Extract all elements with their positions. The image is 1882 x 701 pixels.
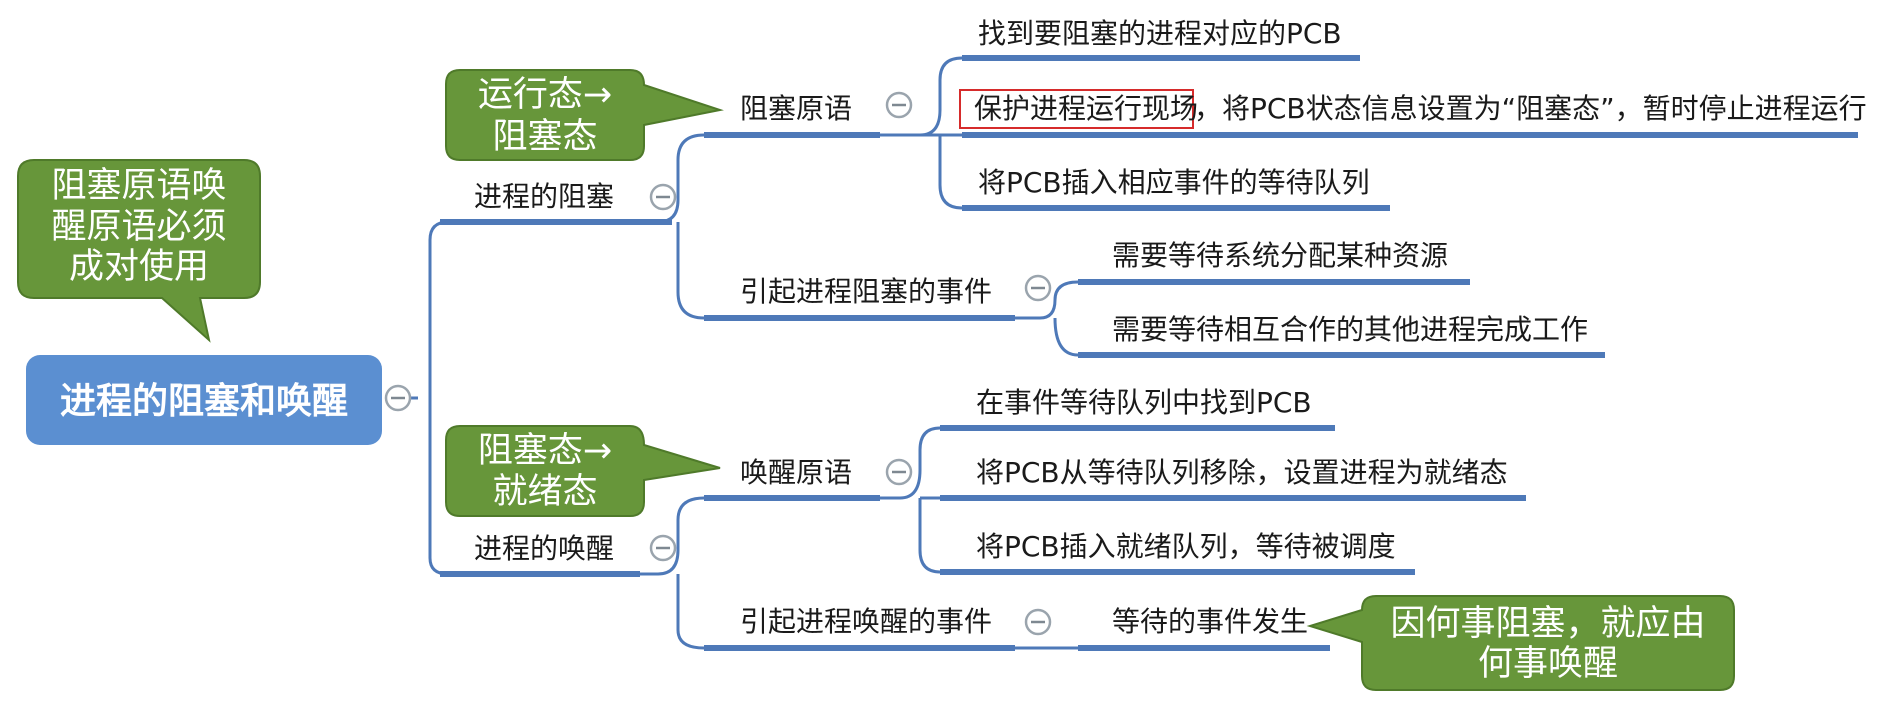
connector-wake-steps (870, 426, 941, 574)
highlight-box (959, 89, 1194, 129)
callout-pair-note-line-1: 阻塞原语唤 (51, 166, 226, 206)
node-block-step-3[interactable]: 将PCB插入相应事件的等待队列 (978, 166, 1370, 199)
node-block-event-2[interactable]: 需要等待相互合作的其他进程完成工作 (1112, 313, 1588, 346)
collapse-toggle-block-events[interactable] (1024, 274, 1052, 302)
callout-block-state: 运行态→ 阻塞态 (445, 69, 724, 161)
callout-wake-state-line-2: 就绪态 (492, 472, 597, 512)
node-wake-primitive[interactable]: 唤醒原语 (740, 456, 852, 489)
node-block-event-1[interactable]: 需要等待系统分配某种资源 (1112, 239, 1448, 272)
collapse-toggle-blocking[interactable] (649, 183, 677, 211)
node-wake-step-2[interactable]: 将PCB从等待队列移除，设置进程为就绪态 (976, 456, 1508, 489)
connector-wakeup (640, 496, 706, 650)
collapse-toggle-wake-primitive[interactable] (885, 458, 913, 486)
connectors (410, 56, 1079, 650)
collapse-toggle-block-primitive[interactable] (885, 91, 913, 119)
root-label: 进程的阻塞和唤醒 (60, 381, 348, 422)
collapse-toggle-root[interactable] (384, 384, 412, 412)
connector-block-events (1010, 280, 1079, 357)
callout-wake-cause: 因何事阻塞，就应由 何事唤醒 (1306, 595, 1735, 691)
callout-wake-state: 阻塞态→ 就绪态 (445, 425, 721, 517)
node-wake-events[interactable]: 引起进程唤醒的事件 (740, 605, 992, 638)
callout-block-state-line-1: 运行态→ (478, 75, 612, 115)
node-block-primitive[interactable]: 阻塞原语 (740, 92, 852, 125)
connector-blocking (640, 133, 706, 320)
callout-pair-note-line-2: 醒原语必须 (51, 207, 226, 247)
callout-pair-note-line-3: 成对使用 (69, 247, 209, 287)
connector-root (410, 220, 458, 576)
node-block-step-2-highlighted[interactable]: 保护进程运行现场 (974, 92, 1198, 125)
collapse-toggle-wakeup[interactable] (649, 534, 677, 562)
node-block-events[interactable]: 引起进程阻塞的事件 (740, 275, 992, 308)
root-node[interactable]: 进程的阻塞和唤醒 (26, 355, 382, 445)
node-wake-event-1[interactable]: 等待的事件发生 (1112, 605, 1308, 638)
callout-wake-state-line-1: 阻塞态→ (478, 431, 612, 471)
callout-wake-cause-line-1: 因何事阻塞，就应由 (1390, 604, 1705, 644)
node-blocking[interactable]: 进程的阻塞 (474, 180, 614, 213)
callout-wake-cause-line-2: 何事唤醒 (1478, 644, 1618, 684)
node-wake-step-3[interactable]: 将PCB插入就绪队列，等待被调度 (976, 530, 1396, 563)
node-wakeup[interactable]: 进程的唤醒 (474, 532, 614, 565)
collapse-toggle-wake-events[interactable] (1024, 608, 1052, 636)
node-block-step-1[interactable]: 找到要阻塞的进程对应的PCB (978, 17, 1342, 50)
callout-pair-note: 阻塞原语唤 醒原语必须 成对使用 (17, 159, 261, 343)
underlines (440, 55, 1858, 651)
node-block-step-2-rest[interactable]: ，将PCB状态信息设置为“阻塞态”，暂时停止进程运行 (1194, 92, 1867, 125)
connector-block-steps (870, 56, 963, 210)
node-wake-step-1[interactable]: 在事件等待队列中找到PCB (976, 386, 1312, 419)
callout-block-state-line-2: 阻塞态 (492, 117, 597, 157)
